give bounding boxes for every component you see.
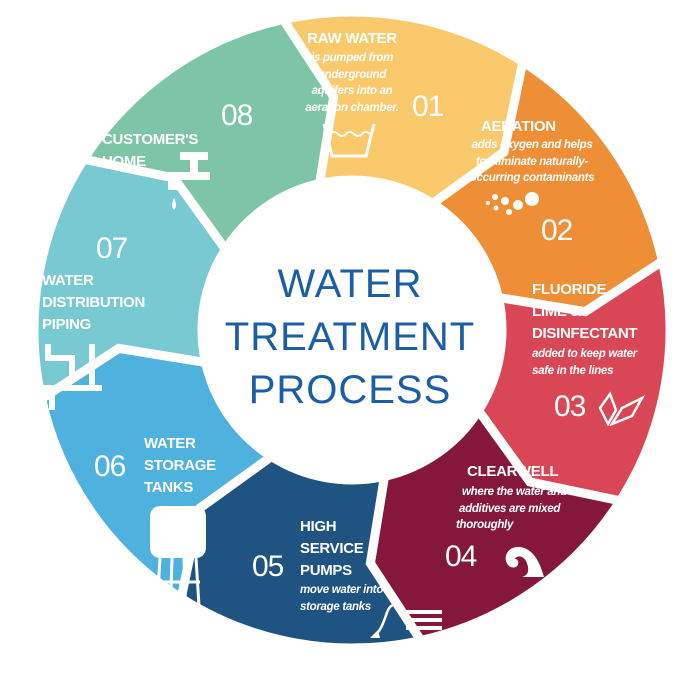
- step-05-number: 05: [252, 550, 284, 583]
- desc-line: move water into: [300, 584, 384, 596]
- step-01-heading: RAW WATER: [307, 30, 397, 47]
- wave-icon: [505, 546, 544, 577]
- heading-line: TANKS: [144, 479, 194, 496]
- step-04-heading: CLEARWELL: [467, 463, 559, 480]
- step-01-desc: is pumped from underground aquifers into a…: [272, 50, 432, 116]
- heading-line: SERVICE: [300, 540, 364, 557]
- segment-step-08: [76, 14, 339, 258]
- step-07-number: 07: [96, 232, 128, 265]
- pump-hose-icon: [370, 603, 442, 638]
- desc-line: occurring contaminants: [469, 172, 595, 184]
- heading-line: STORAGE: [144, 457, 216, 474]
- desc-line: aquifers into an: [311, 85, 393, 97]
- desc-line: where the water and: [462, 486, 567, 498]
- desc-line: added to keep water: [532, 348, 637, 360]
- desc-line: is pumped from: [310, 52, 394, 64]
- step-04-desc: where the water and additives are mixed th…: [456, 484, 567, 534]
- step-02-desc: adds oxygen and helps to eliminate natura…: [448, 137, 616, 187]
- heading-line: WATER: [144, 435, 196, 452]
- heading-line: HIGH: [300, 518, 337, 535]
- step-03-heading: FLUORIDE, LIME & DISINFECTANT: [532, 279, 638, 345]
- title-line: WATER: [277, 262, 423, 306]
- water-tower-icon: [150, 506, 206, 622]
- faucet-icon: [168, 152, 210, 210]
- step-07-heading: WATER DISTRIBUTION PIPING: [42, 270, 145, 336]
- heading-line: PUMPS: [300, 562, 352, 579]
- title-line: TREATMENT: [224, 315, 476, 359]
- step-03-desc: added to keep water safe in the lines: [532, 346, 637, 379]
- heading-line: LIME &: [532, 303, 582, 320]
- desc-line: underground: [317, 68, 387, 81]
- desc-line: storage tanks: [300, 600, 371, 613]
- step-02-heading: AERATION: [481, 118, 556, 135]
- basin-icon: [322, 123, 376, 158]
- center-circle: [204, 182, 500, 478]
- step-05-desc: move water into storage tanks: [300, 582, 383, 615]
- desc-line: safe in the lines: [532, 364, 614, 377]
- heading-line: WATER: [42, 272, 94, 289]
- heading-line: DISTRIBUTION: [42, 294, 146, 311]
- heading-line: FLUORIDE,: [532, 281, 611, 298]
- step-01-number: 01: [412, 90, 444, 123]
- step-04-number: 04: [445, 540, 477, 573]
- heading-line: CUSTOMER'S: [102, 131, 199, 148]
- diagram-title: WATER TREATMENT PROCESS: [200, 258, 500, 417]
- heading-line: DISINFECTANT: [532, 325, 638, 342]
- step-08-number: 08: [221, 99, 253, 132]
- bubbles-icon: [486, 192, 539, 215]
- step-08-heading: CUSTOMER'S HOME: [102, 129, 198, 173]
- desc-line: additives are mixed: [459, 502, 561, 515]
- title-line: PROCESS: [248, 368, 452, 412]
- desc-line: aeration chamber.: [305, 101, 399, 114]
- step-06-heading: WATER STORAGE TANKS: [144, 433, 216, 499]
- step-02-number: 02: [541, 214, 573, 247]
- step-05-heading: HIGH SERVICE PUMPS: [300, 516, 364, 582]
- desc-line: adds oxygen and helps: [471, 139, 593, 151]
- step-03-number: 03: [554, 390, 586, 423]
- step-06-number: 06: [94, 450, 126, 483]
- desc-line: thoroughly: [456, 519, 514, 531]
- pipes-icon: [36, 344, 102, 410]
- crystal-icon: [598, 391, 646, 426]
- heading-line: PIPING: [42, 316, 92, 333]
- heading-line: HOME: [102, 153, 146, 170]
- desc-line: to eliminate naturally-: [476, 155, 588, 168]
